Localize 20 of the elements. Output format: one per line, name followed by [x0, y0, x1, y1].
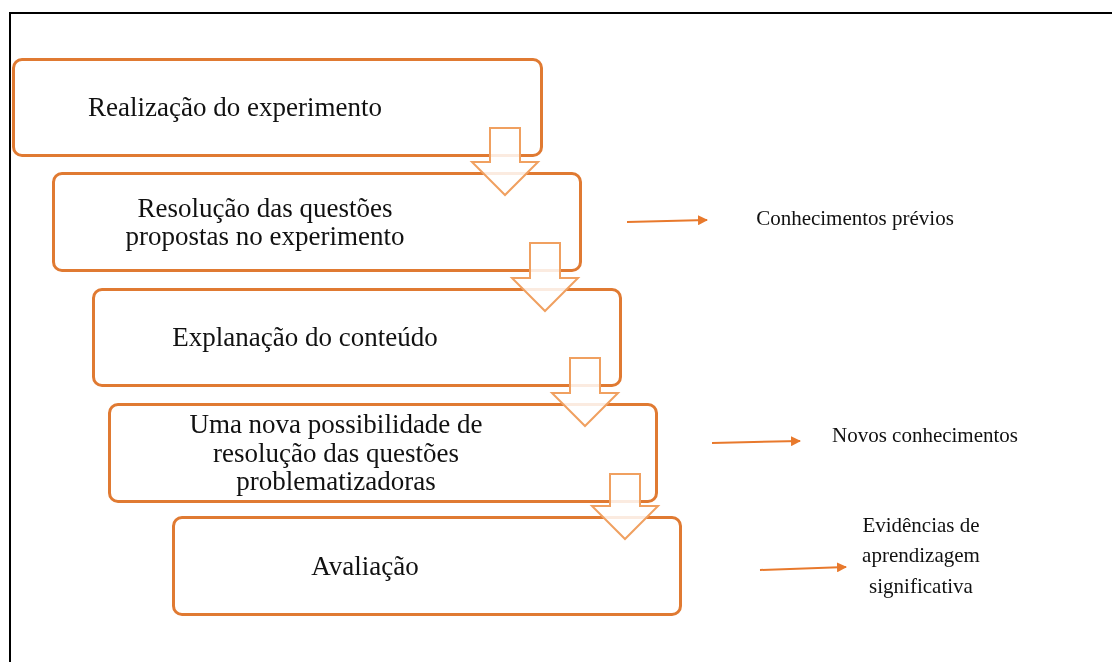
block-arrow	[589, 473, 661, 541]
step-text: Uma nova possibilidade de resolução das questões problematizadoras	[188, 410, 484, 496]
step-text: Avaliação	[310, 551, 420, 581]
arrow	[626, 215, 708, 226]
step-text: Explanação do conteúdo	[171, 323, 439, 352]
arrow	[711, 436, 801, 447]
block-arrow	[469, 127, 541, 197]
arrow	[759, 562, 847, 573]
process-box	[108, 403, 658, 503]
process-box	[12, 58, 543, 157]
outcome-text: Novos conhecimentos	[800, 420, 1050, 454]
outcome-text: Conhecimentos prévios	[707, 203, 986, 237]
process-box	[92, 288, 622, 387]
process-box	[52, 172, 582, 272]
block-arrow	[509, 242, 581, 313]
block-arrow	[549, 357, 621, 428]
outcome-text: Evidências de aprendizagem significativa	[846, 510, 996, 606]
step-text: Resolução das questões propostas no experimento	[124, 193, 406, 251]
process-box	[172, 516, 682, 616]
step-text: Realização do experimento	[87, 93, 383, 122]
